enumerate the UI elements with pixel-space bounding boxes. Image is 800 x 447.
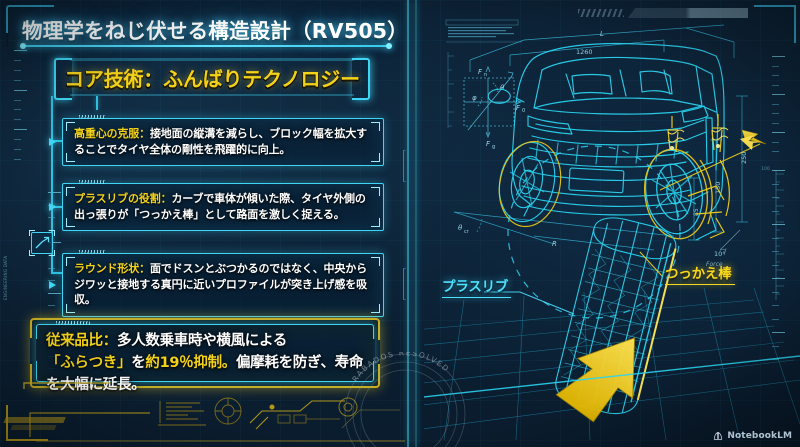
connector-stub — [96, 96, 98, 110]
info-panel-3-keyword: ラウンド形状： — [74, 262, 150, 275]
svg-text:10°: 10° — [714, 250, 726, 258]
column-divider — [403, 0, 424, 447]
analytics-icon — [29, 230, 55, 256]
panel-tick-decoration — [79, 115, 105, 119]
highlight-lead: 従来品比： — [46, 333, 117, 349]
svg-text:θ: θ — [458, 224, 463, 232]
info-panel-1[interactable]: 高重心の克服：接地面の縦溝を減らし、ブロック幅を拡大することでタイヤ全体の剛性を… — [49, 115, 384, 167]
highlight-part1: 多人数乗車時や横風による — [117, 333, 287, 349]
info-panel-3[interactable]: ラウンド形状：面でドスンとぶつかるのではなく、中央からジワッと接地する真円に近い… — [49, 250, 384, 317]
subtitle-frame: コア技術：ふんばりテクノロジー — [54, 58, 370, 100]
svg-text:g: g — [492, 144, 495, 150]
svg-text:cr: cr — [464, 229, 470, 235]
info-panel-2-text: プラスリブの役割：カーブで車体が傾いた際、タイヤ外側の出っ張りが「つっかえ棒」と… — [63, 184, 383, 230]
bottom-hud-decoration — [3, 382, 405, 442]
info-panel-1-keyword: 高重心の克服： — [74, 127, 150, 140]
label-force: Force — [706, 261, 723, 268]
watermark: NotebookLM — [713, 431, 792, 441]
subtitle-text: コア技術：ふんばりテクノロジー — [64, 66, 360, 91]
page-title: 物理学をねじ伏せる構造設計（RV505） — [22, 19, 408, 43]
svg-text:θ: θ — [500, 84, 505, 92]
title-block: 物理学をねじ伏せる構造設計（RV505） — [20, 14, 408, 49]
svg-text:0: 0 — [522, 108, 525, 114]
svg-text:F: F — [516, 104, 521, 112]
svg-text:φ: φ — [472, 94, 477, 102]
svg-text:R: R — [552, 240, 557, 248]
svg-text:250: 250 — [740, 152, 748, 164]
left-content-column: 物理学をねじ伏せる構造設計（RV505） コア技術：ふんばりテクノロジー — [3, 14, 408, 442]
panel-arrow-icon — [49, 280, 56, 289]
panel-arrow-icon — [49, 138, 56, 147]
svg-text:1260: 1260 — [576, 48, 593, 56]
panel-tick-decoration — [79, 250, 105, 254]
info-panel-2[interactable]: プラスリブの役割：カーブで車体が傾いた際、タイヤ外側の出っ張りが「つっかえ棒」と… — [49, 180, 384, 232]
info-panel-2-keyword: プラスリブの役割： — [74, 192, 172, 205]
connector-branch-3 — [51, 272, 62, 274]
vehicle-blueprint-svg: F n F 0 F g θ φ L 1260 — [424, 19, 800, 441]
notebooklm-logo-icon — [714, 431, 723, 440]
svg-text:n: n — [484, 72, 487, 78]
label-plus-rib: プラスリブ — [442, 275, 512, 298]
info-panel-1-text: 高重心の克服：接地面の縦溝を減らし、ブロック幅を拡大することでタイヤ全体の剛性を… — [63, 119, 383, 165]
svg-text:F: F — [486, 140, 491, 148]
blueprint-diagram: F n F 0 F g θ φ L 1260 — [424, 0, 800, 447]
watermark-text: NotebookLM — [727, 431, 792, 441]
svg-text:F: F — [478, 68, 483, 76]
info-panel-3-text: ラウンド形状：面でドスンとぶつかるのではなく、中央からジワッと接地する真円に近い… — [63, 254, 383, 316]
panel-arrow-icon — [49, 203, 56, 212]
svg-text:L: L — [600, 30, 604, 38]
panel-tick-decoration — [79, 180, 105, 184]
highlight-tick-decoration — [56, 321, 90, 325]
title-underline — [20, 43, 392, 49]
